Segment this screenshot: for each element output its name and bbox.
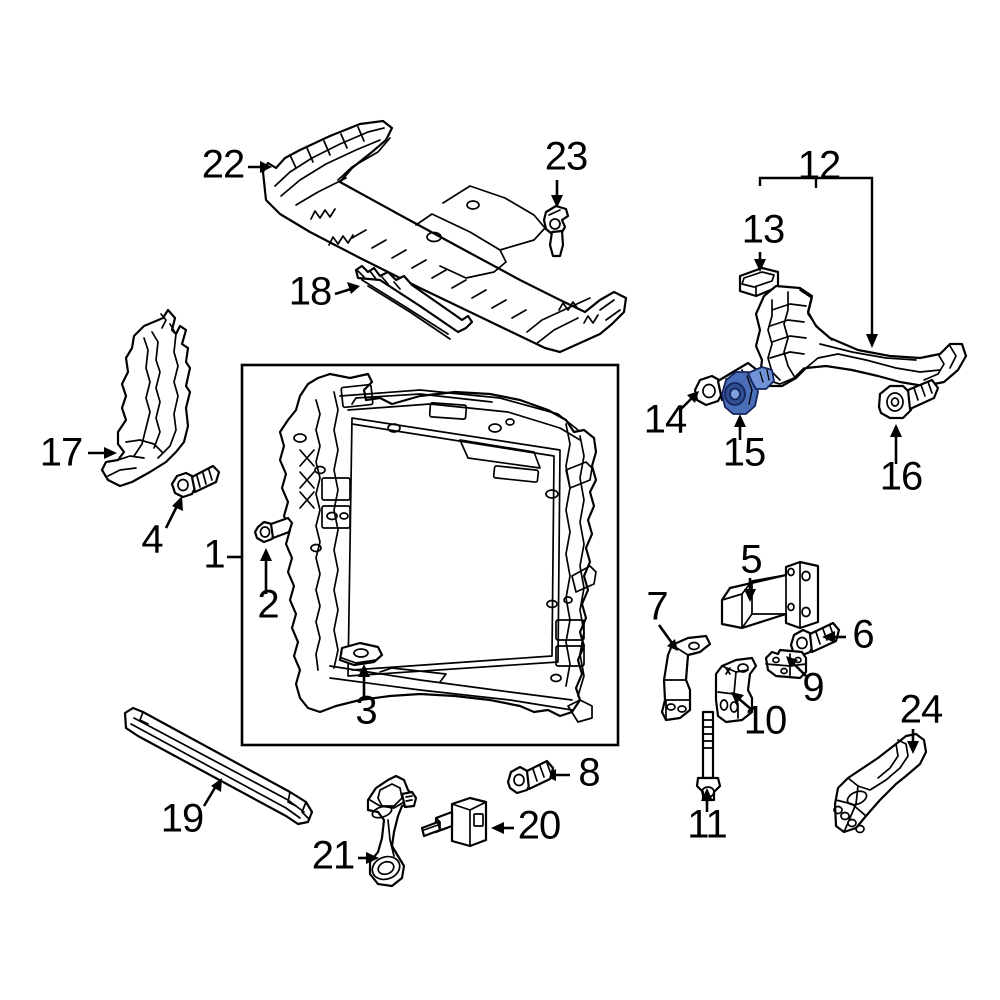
part-bolt-hex-serrated	[789, 621, 841, 658]
callout-label-2: 2	[257, 583, 278, 627]
callout-label-5: 5	[740, 538, 761, 582]
part-support-beam-bracket	[720, 560, 820, 630]
callout-leader-13	[754, 252, 766, 272]
callout-leader-12	[758, 176, 878, 348]
callout-leader-5	[744, 578, 756, 602]
callout-label-17: 17	[40, 431, 83, 475]
callout-leader-22	[248, 161, 272, 173]
callout-label-22: 22	[202, 143, 245, 187]
callout-label-23: 23	[545, 135, 588, 179]
callout-leader-3	[358, 664, 370, 699]
callout-label-24: 24	[900, 688, 943, 732]
main-assembly-frame	[240, 363, 620, 747]
part-lower-seal-rod	[123, 706, 314, 826]
callout-label-7: 7	[646, 585, 667, 629]
callout-label-11: 11	[687, 803, 727, 847]
part-bolt-flange-small	[253, 516, 294, 544]
callout-leader-9	[786, 656, 807, 677]
part-bolt-pan-head	[877, 378, 940, 420]
callout-label-4: 4	[141, 518, 163, 562]
part-flat-mounting-plate	[764, 648, 808, 680]
callout-label-15: 15	[723, 431, 766, 475]
callout-leader-11	[701, 788, 713, 812]
callout-label-8: 8	[578, 751, 599, 795]
callout-leader-20	[491, 822, 514, 834]
callout-leader-23	[551, 180, 563, 208]
callout-leader-21	[358, 852, 379, 864]
callout-leader-2	[260, 548, 272, 594]
callout-leader-15	[734, 414, 746, 440]
callout-label-16: 16	[880, 455, 923, 499]
callout-label-20: 20	[518, 804, 561, 848]
part-radiator-support-assembly	[278, 372, 598, 723]
callout-leader-19	[202, 778, 222, 807]
part-bolt-hex-flange	[170, 464, 221, 499]
callout-label-14: 14	[644, 398, 687, 442]
callout-label-1: 1	[203, 533, 224, 577]
callout-leader-10	[731, 692, 753, 711]
part-upper-seal-strip	[354, 264, 474, 340]
part-hood-latch-lever	[366, 774, 418, 888]
callout-leader-14	[679, 391, 699, 411]
part-long-threaded-bolt	[695, 710, 722, 802]
part-bolt-hex-serrated-small	[506, 759, 555, 795]
callout-label-6: 6	[852, 613, 873, 657]
callout-label-21: 21	[312, 834, 355, 878]
part-push-pin-retainer	[542, 204, 570, 258]
callout-leader-6	[822, 631, 846, 643]
part-angle-bracket-left	[660, 634, 712, 722]
callout-label-9: 9	[802, 666, 823, 710]
part-clip-retainer	[738, 266, 780, 298]
part-sensor-connector	[420, 796, 488, 848]
callout-label-13: 13	[742, 208, 785, 252]
callout-leader-4	[164, 496, 183, 529]
part-bracket-tab	[338, 641, 384, 667]
part-side-air-deflector	[100, 308, 192, 488]
callout-leader-17	[88, 447, 117, 459]
callout-leader-18	[334, 282, 360, 296]
callout-leader-16	[890, 424, 902, 464]
callout-number-group: 1 2 3 4 5 6 7 8 9 10 11 12 13 14 15 16 1…	[40, 135, 944, 878]
callout-label-19: 19	[161, 797, 204, 841]
callout-label-12: 12	[798, 144, 841, 188]
part-upper-tie-bar-cover	[261, 119, 628, 354]
part-headlamp-mounting-arm-assembly	[754, 284, 968, 388]
part-bumper-bracket-end	[833, 732, 928, 834]
part-bolt-highlighted	[721, 366, 775, 415]
callout-label-18: 18	[289, 270, 332, 314]
callout-label-3: 3	[355, 689, 376, 733]
callout-label-10: 10	[744, 699, 787, 743]
callout-leader-24	[907, 729, 919, 754]
callout-leader-7	[657, 624, 678, 651]
